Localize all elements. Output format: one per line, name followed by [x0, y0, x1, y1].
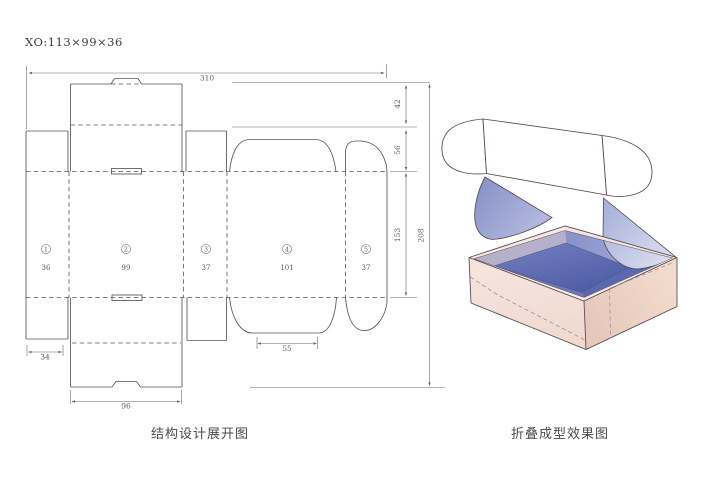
preview-caption: 折叠成型效果图 [511, 427, 609, 442]
panel-label-2: 2 99 [121, 244, 131, 272]
svg-text:99: 99 [122, 264, 131, 272]
dimension-extension-lines [26, 64, 445, 404]
lid-top-panel [482, 118, 607, 196]
panel-label-4: 4 101 [280, 244, 294, 272]
dim-body-height: 153 [393, 228, 402, 243]
box-dust-flap-left [474, 176, 553, 240]
dieline-drawing: 310 42 56 153 208 34 96 55 1 36 2 99 3 3… [25, 64, 445, 411]
dim-front-flap: 96 [121, 402, 131, 411]
dim-lid-panel: 56 [393, 145, 402, 155]
box-outlines [468, 225, 678, 350]
dim-overall-height: 208 [417, 228, 426, 243]
dim-side-flap: 34 [40, 353, 50, 362]
box-face-front-left [469, 257, 586, 350]
dieline-caption: 结构设计展开图 [151, 427, 249, 442]
box-crease-lines [470, 262, 673, 341]
svg-text:1: 1 [44, 245, 48, 253]
box-3d-preview [441, 118, 678, 350]
box-dust-flap-right [602, 197, 678, 270]
panel-label-1: 1 36 [41, 244, 51, 272]
dimension-lines [28, 71, 431, 403]
dim-overall-width: 310 [200, 74, 215, 83]
spec-label: XO:113×99×36 [25, 35, 123, 49]
box-inner-rim-lines [473, 230, 673, 298]
dieline-fold-lines [26, 83, 387, 344]
box-face-front-right [584, 257, 677, 350]
svg-text:3: 3 [204, 245, 208, 253]
svg-text:101: 101 [280, 264, 293, 272]
dim-tuck-flap: 55 [282, 344, 292, 353]
box-inner-wall-left [474, 230, 566, 266]
dim-top-flap: 42 [393, 99, 402, 109]
lid-flap-right [601, 135, 653, 197]
box-floor-edges [493, 242, 630, 293]
svg-text:5: 5 [364, 245, 368, 253]
panel-label-3: 3 37 [201, 244, 211, 272]
svg-text:4: 4 [285, 245, 289, 253]
svg-text:37: 37 [202, 264, 211, 272]
svg-text:2: 2 [124, 245, 128, 253]
panel-label-5: 5 37 [361, 244, 371, 272]
lid-flap-left [441, 118, 487, 175]
svg-text:36: 36 [42, 264, 51, 272]
box-lid [441, 118, 653, 197]
svg-text:37: 37 [362, 264, 371, 272]
panel-labels: 1 36 2 99 3 37 4 101 5 37 [41, 244, 371, 272]
